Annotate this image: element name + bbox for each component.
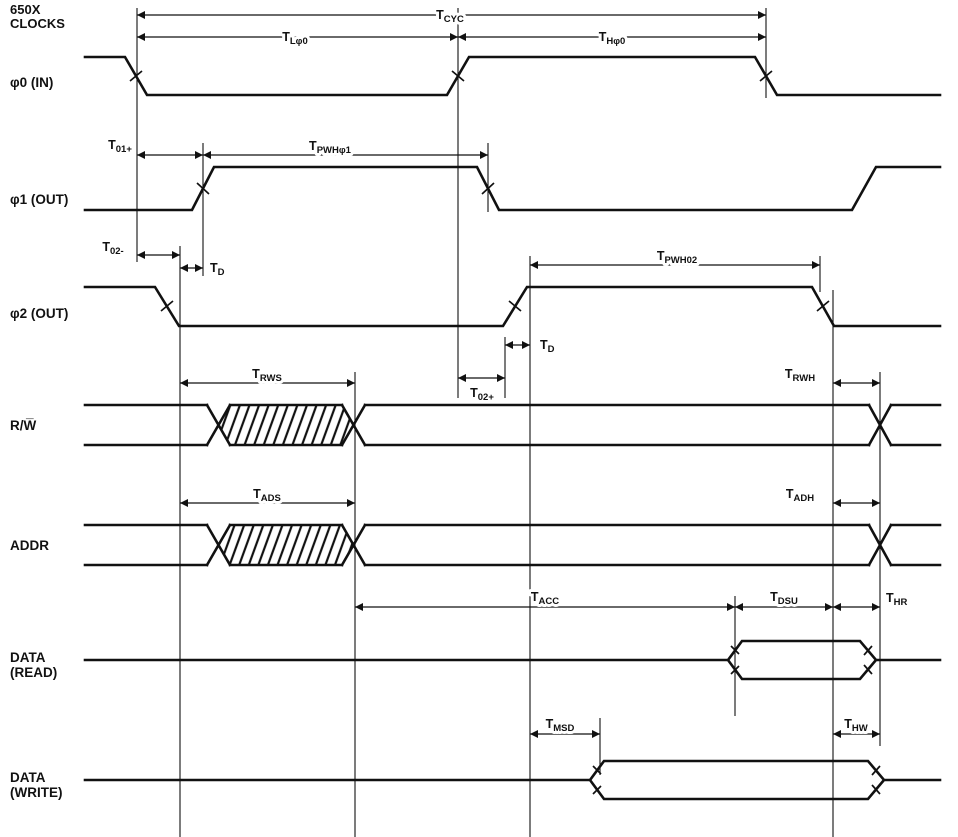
signal-label-data-write-2: (WRITE)	[10, 785, 62, 800]
signal-label-addr: ADDR	[10, 538, 49, 553]
data-read-transition-ticks	[730, 645, 873, 675]
timing-label-t02m: T02-	[102, 240, 123, 257]
rw-waveform	[83, 403, 942, 447]
timing-label-tcyc: TCYC	[436, 8, 464, 25]
phi2-transition-ticks	[160, 300, 830, 312]
timing-label-thphi0: THφ0	[599, 30, 626, 47]
timing-label-td1: TD	[210, 261, 225, 278]
timing-label-tlphi0: TLφ0	[282, 30, 308, 47]
signal-label-data-write-1: DATA	[10, 770, 46, 785]
timing-label-t02p: T02+	[470, 386, 494, 403]
data-write-transition-ticks	[592, 765, 881, 795]
timing-label-thw: THW	[844, 717, 868, 734]
timing-label-tdsu: TDSU	[770, 590, 798, 607]
phi2-waveform	[83, 285, 942, 328]
timing-label-tmsd: TMSD	[546, 717, 575, 734]
addr-waveform	[83, 523, 942, 567]
phi1-transition-ticks	[196, 182, 495, 195]
timing-label-tpwhphi1: TPWHφ1	[309, 139, 352, 156]
signal-label-phi2: φ2 (OUT)	[10, 306, 68, 321]
timing-label-thr: THR	[886, 591, 908, 608]
phi0-transition-ticks	[129, 70, 773, 82]
signal-label-phi1: φ1 (OUT)	[10, 192, 68, 207]
timing-label-tpwh02: TPWH02	[657, 249, 697, 266]
header-line2: CLOCKS	[10, 16, 65, 31]
timing-label-trwh: TRWH	[785, 367, 815, 384]
signal-label-rw: R/W̅	[10, 418, 37, 433]
signal-labels: 650X CLOCKS φ0 (IN) φ1 (OUT) φ2 (OUT) R/…	[10, 2, 68, 800]
phi1-waveform	[83, 165, 942, 212]
timing-label-td2: TD	[540, 338, 555, 355]
timing-label-t01p: T01+	[108, 138, 132, 155]
header-line1: 650X	[10, 2, 41, 17]
waveforms	[83, 55, 942, 801]
data-write-waveform	[83, 759, 942, 801]
rw-invalid-hatch	[218, 405, 354, 445]
timing-label-tads: TADS	[253, 487, 281, 504]
dimension-arrows	[137, 11, 880, 738]
data-read-waveform	[83, 639, 942, 681]
addr-invalid-hatch	[218, 525, 354, 565]
timing-label-trws: TRWS	[252, 367, 282, 384]
timing-label-tadh: TADH	[786, 487, 814, 504]
signal-label-data-read-2: (READ)	[10, 665, 57, 680]
signal-label-phi0: φ0 (IN)	[10, 75, 53, 90]
signal-label-data-read-1: DATA	[10, 650, 46, 665]
timing-labels: TCYC TLφ0 THφ0 T01+ TPWHφ1 T02- TD TPWH0…	[99, 5, 910, 737]
phi0-waveform	[83, 55, 942, 97]
timing-label-tacc: TACC	[531, 590, 559, 607]
